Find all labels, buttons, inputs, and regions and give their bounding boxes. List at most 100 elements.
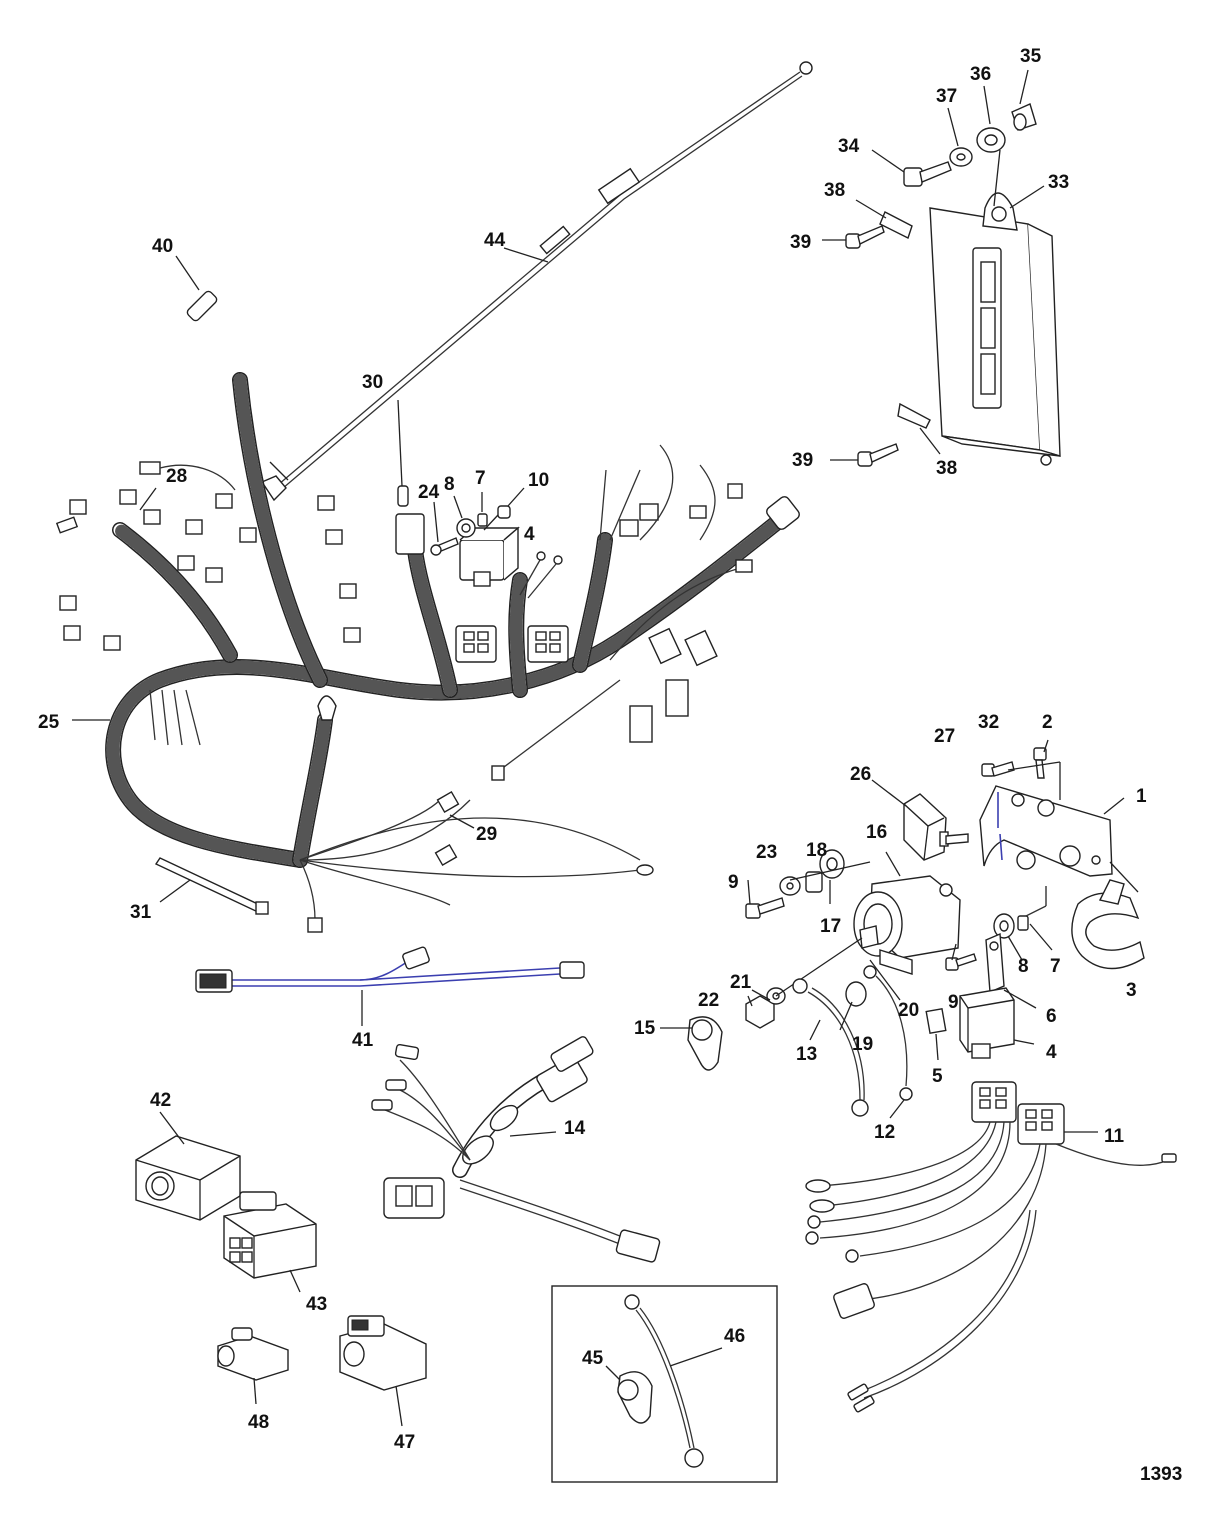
callout-33: 33 bbox=[1048, 172, 1069, 193]
callout-34: 34 bbox=[838, 136, 860, 157]
callout-11: 11 bbox=[1104, 1126, 1125, 1147]
part-7-sleeve-lower bbox=[1017, 886, 1047, 931]
callout-8-lower: 8 bbox=[1018, 956, 1029, 977]
callout-44: 44 bbox=[484, 230, 506, 251]
part-9-screw-left bbox=[745, 897, 785, 919]
part-11-relay-harness bbox=[805, 1081, 1177, 1413]
callout-47: 47 bbox=[394, 1432, 415, 1453]
part-26-cover bbox=[871, 779, 947, 861]
part-4-relay-lower bbox=[959, 987, 1015, 1059]
part-39-screw-lower bbox=[857, 443, 899, 467]
part-25-main-harness bbox=[55, 372, 800, 933]
leader-lines bbox=[72, 69, 1053, 1119]
part-34-bolt bbox=[903, 161, 952, 187]
callout-14: 14 bbox=[564, 1118, 586, 1139]
part-48-connector bbox=[217, 1327, 289, 1405]
callout-20: 20 bbox=[898, 1000, 919, 1021]
callout-4-upper: 4 bbox=[524, 524, 535, 545]
callout-46: 46 bbox=[724, 1326, 745, 1347]
callout-22: 22 bbox=[698, 990, 719, 1011]
callout-48: 48 bbox=[248, 1412, 269, 1433]
part-30-fuse-holder bbox=[395, 399, 425, 555]
part-13-cable bbox=[792, 978, 869, 1117]
part-33-ecm-module bbox=[929, 192, 1061, 466]
callout-8-upper: 8 bbox=[444, 474, 455, 495]
part-19-boot bbox=[845, 981, 867, 1007]
part-6-bracket-strip bbox=[985, 932, 1005, 994]
callout-24: 24 bbox=[418, 482, 440, 503]
part-42-connector bbox=[135, 1111, 241, 1221]
part-37-washer bbox=[949, 147, 973, 167]
part-46-ground-strap bbox=[624, 1294, 723, 1468]
callout-21: 21 bbox=[730, 972, 752, 993]
callout-5: 5 bbox=[932, 1066, 943, 1087]
part-44-long-cable bbox=[260, 61, 813, 502]
callout-18: 18 bbox=[806, 840, 827, 861]
callout-37: 37 bbox=[936, 86, 957, 107]
part-31-cable-tie bbox=[154, 857, 269, 915]
part-14-sub-harness bbox=[371, 1036, 661, 1263]
part-20-terminal bbox=[863, 965, 913, 1101]
callout-36: 36 bbox=[970, 64, 991, 85]
part-5-label bbox=[925, 1007, 947, 1035]
callout-9-left: 9 bbox=[728, 872, 739, 893]
callout-45: 45 bbox=[582, 1348, 604, 1369]
part-18-spacer bbox=[805, 871, 823, 893]
callout-6: 6 bbox=[1046, 1006, 1057, 1027]
callout-42: 42 bbox=[150, 1090, 171, 1111]
callout-40: 40 bbox=[152, 236, 173, 257]
part-10-spacer bbox=[497, 505, 511, 519]
callout-7-lower: 7 bbox=[1050, 956, 1061, 977]
part-35-sleeve bbox=[1011, 103, 1037, 131]
connector-main-b bbox=[527, 625, 569, 663]
callout-2: 2 bbox=[1042, 712, 1053, 733]
callout-27: 27 bbox=[934, 726, 955, 747]
callout-30: 30 bbox=[362, 372, 383, 393]
callout-25: 25 bbox=[38, 712, 60, 733]
part-27-screw bbox=[939, 831, 969, 847]
diagram-number: 1393 bbox=[1140, 1464, 1182, 1485]
callout-39-lower: 39 bbox=[792, 450, 813, 471]
part-4-relay-upper bbox=[459, 526, 520, 587]
callout-10: 10 bbox=[528, 470, 549, 491]
callout-labels: 1 2 3 4 4 5 6 7 7 8 8 9 9 10 11 12 13 14… bbox=[38, 46, 1182, 1485]
callout-26: 26 bbox=[850, 764, 871, 785]
part-2-screw bbox=[1033, 739, 1049, 779]
callout-17: 17 bbox=[820, 916, 841, 937]
part-32-screw bbox=[981, 761, 1015, 777]
callout-12: 12 bbox=[874, 1122, 895, 1143]
callout-16: 16 bbox=[866, 822, 887, 843]
callout-43: 43 bbox=[306, 1294, 327, 1315]
callout-9-right: 9 bbox=[948, 992, 959, 1013]
part-8-grommet-lower bbox=[993, 913, 1015, 939]
part-9-screw-right bbox=[945, 953, 977, 971]
part-7-sleeve-upper bbox=[477, 513, 488, 527]
part-45-boot bbox=[605, 1365, 653, 1424]
callout-1: 1 bbox=[1136, 786, 1147, 807]
callout-13: 13 bbox=[796, 1044, 817, 1065]
part-36-grommet bbox=[976, 127, 1006, 153]
part-38-clip-lower bbox=[897, 402, 931, 429]
callout-39-upper: 39 bbox=[790, 232, 811, 253]
callout-15: 15 bbox=[634, 1018, 656, 1039]
callout-3: 3 bbox=[1126, 980, 1137, 1001]
part-22-nut bbox=[745, 995, 775, 1029]
part-39-screw-upper bbox=[845, 225, 885, 249]
part-41-blue-jumper-harness bbox=[195, 946, 585, 1026]
part-47-connector bbox=[339, 1315, 427, 1427]
part-43-connector bbox=[223, 1191, 317, 1293]
callout-4-lower: 4 bbox=[1046, 1042, 1057, 1063]
part-3-clamp bbox=[1071, 861, 1145, 970]
callout-23: 23 bbox=[756, 842, 777, 863]
callout-41: 41 bbox=[352, 1030, 374, 1051]
part-15-boot bbox=[660, 1016, 723, 1071]
callout-32: 32 bbox=[978, 712, 999, 733]
part-38-clip-upper bbox=[879, 211, 913, 239]
callout-29: 29 bbox=[476, 824, 497, 845]
callout-38-upper: 38 bbox=[824, 180, 845, 201]
part-23-washer bbox=[779, 876, 801, 896]
connector-main-a bbox=[455, 625, 497, 663]
inset-box bbox=[551, 1285, 778, 1483]
callout-28: 28 bbox=[166, 466, 187, 487]
